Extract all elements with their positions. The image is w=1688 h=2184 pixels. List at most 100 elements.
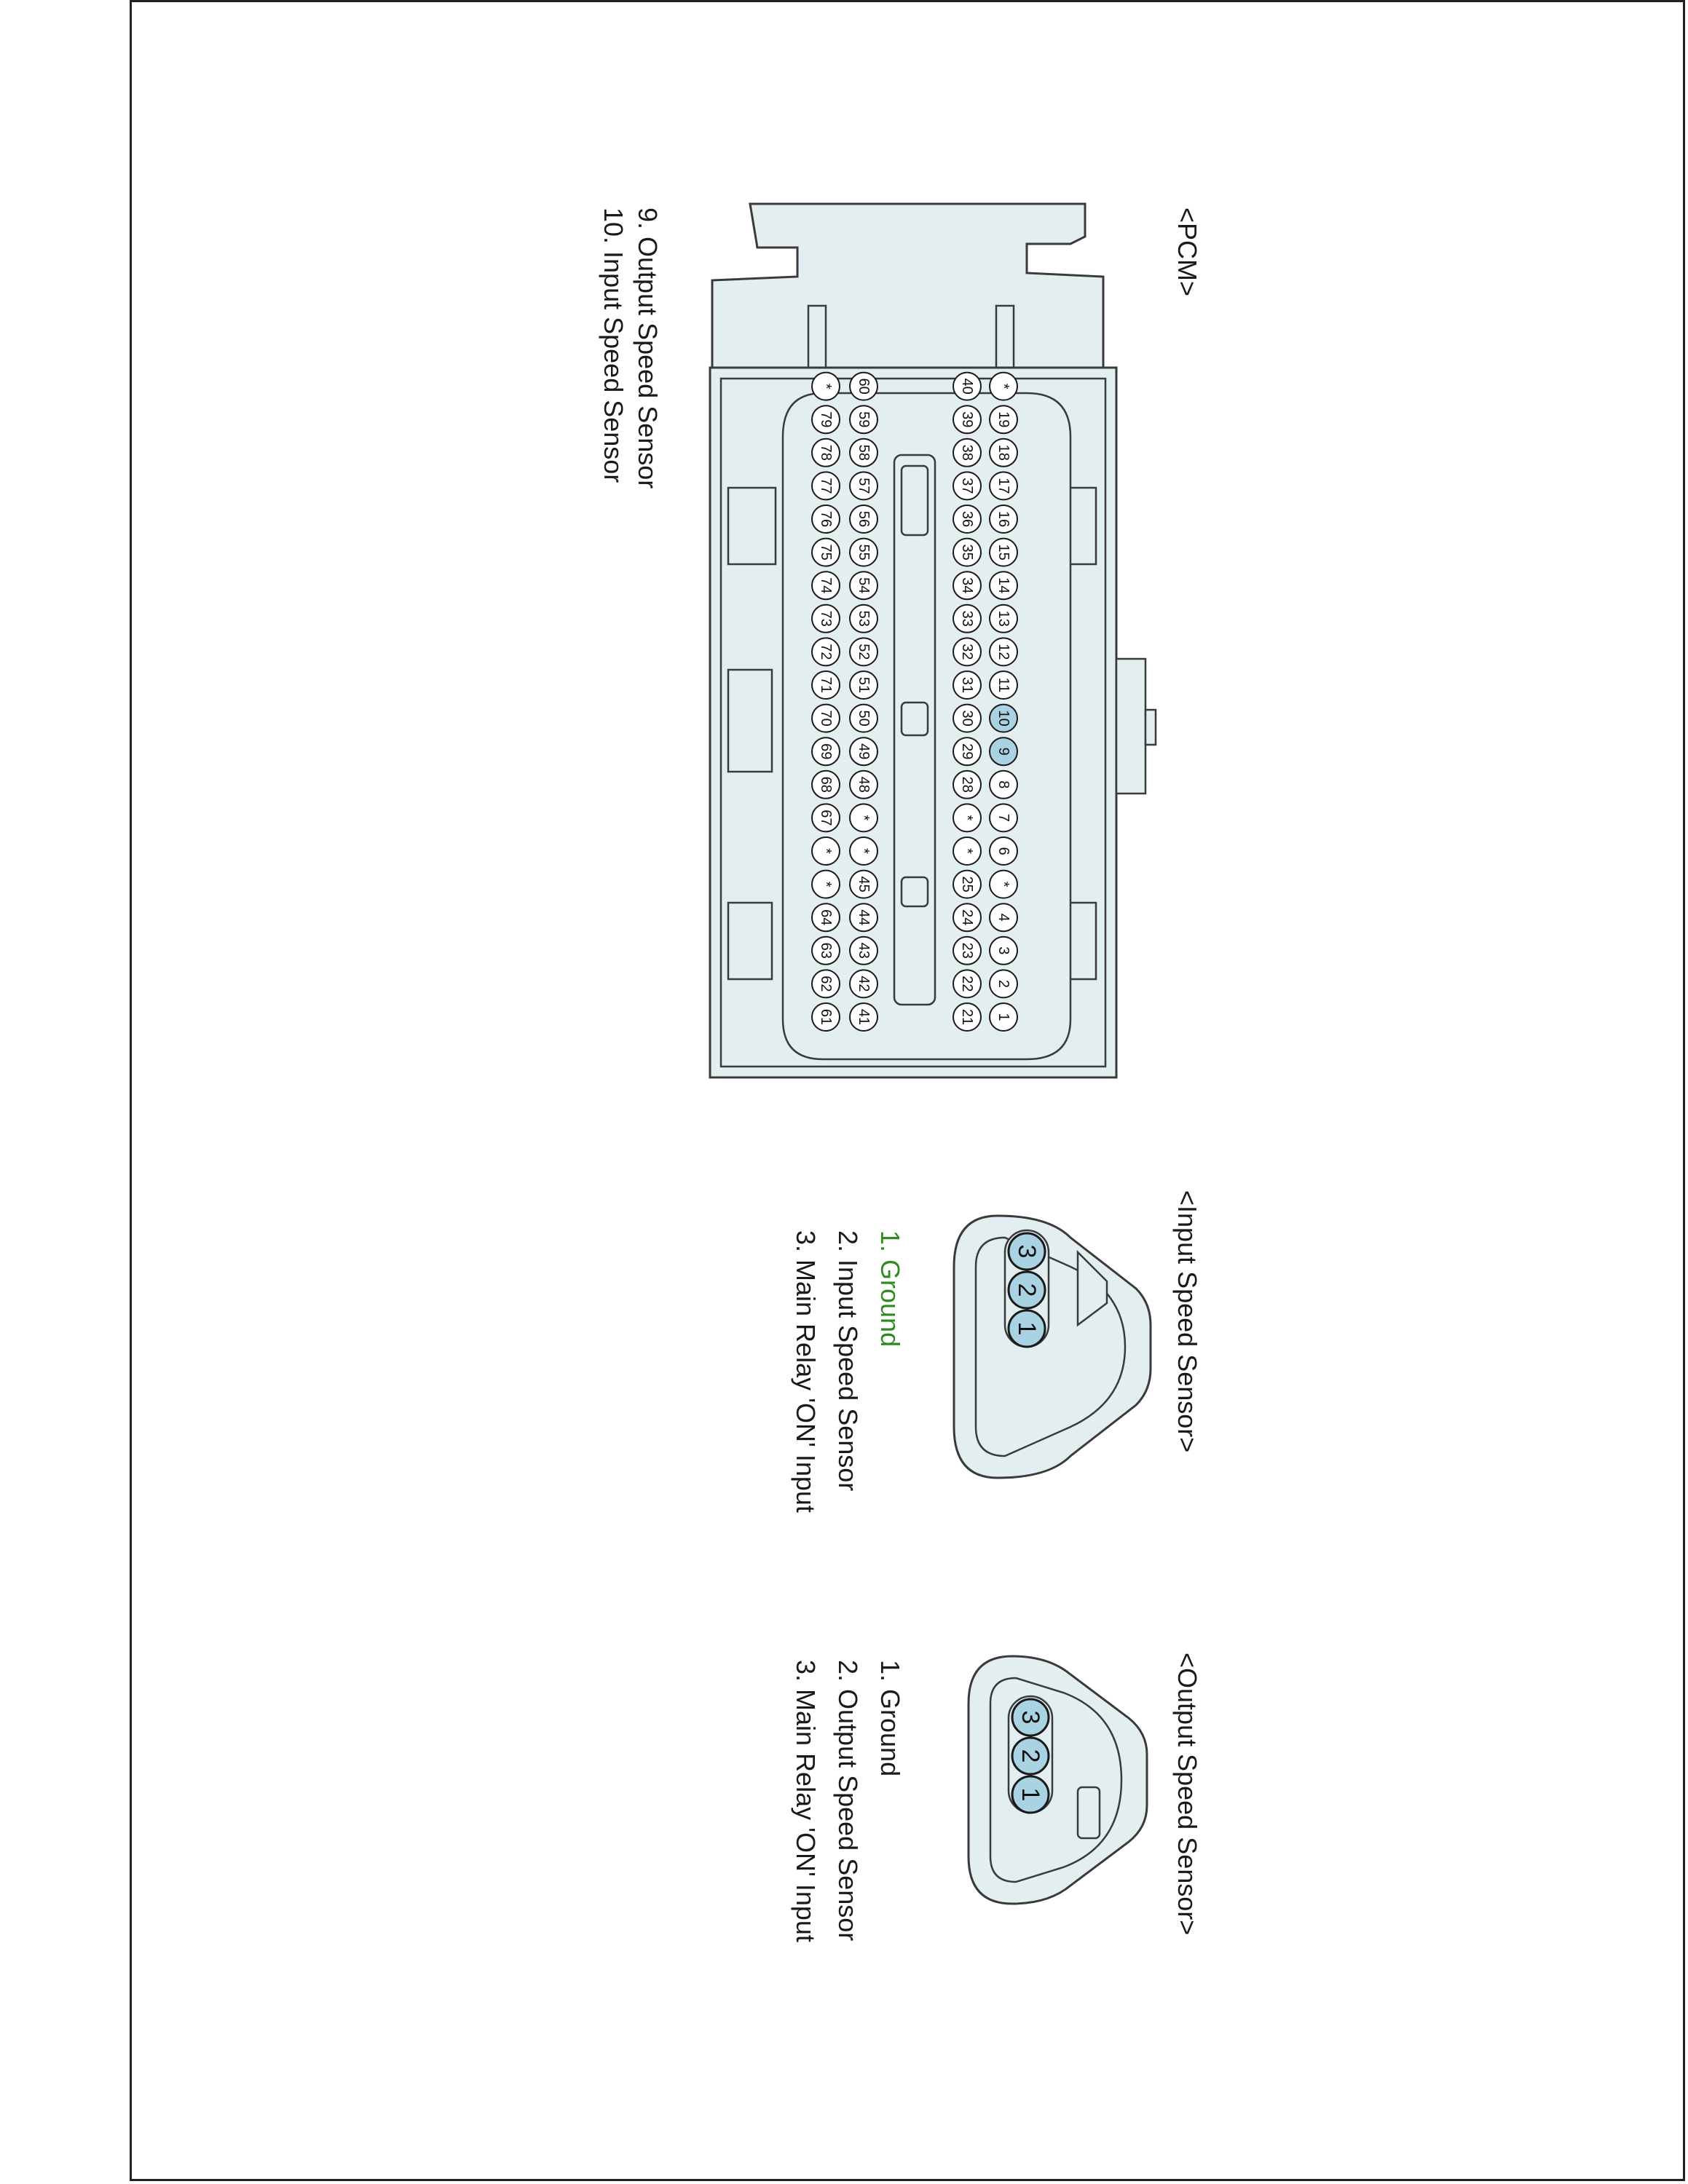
pcm-title: <PCM> [1172,207,1202,296]
pcm-pin: 1 [989,1002,1018,1032]
pcm-pin-label: 44 [856,909,872,925]
pcm-pin: 4 [989,903,1018,933]
pcm-pin: 57 [849,471,878,501]
pcm-pin: 44 [849,903,878,933]
pcm-pin: 22 [953,969,982,999]
pcm-latch-post [807,304,827,373]
pcm-pin-circle [811,670,840,700]
pcm-pin: 10 [989,703,1018,733]
pcm-pin-label: 75 [818,544,834,560]
pcm-pin-circle [811,371,840,401]
pcm-pin-circle [989,769,1018,799]
pcm-pin-circle [989,1002,1018,1032]
pcm-pin: 36 [953,505,982,534]
pcm-pin: 51 [849,670,878,700]
pcm-pin-label: 59 [856,411,872,427]
pcm-pin-circle [989,405,1018,435]
pcm-pin-circle [953,935,982,965]
pcm-pin-label: * [818,848,834,854]
pcm-mount-tab [711,202,1105,369]
pcm-pin-grid: 1234*678910111213141516171819*2122232425… [811,371,1018,1032]
pcm-pin-circle [953,371,982,401]
pcm-pin-label: 23 [959,943,975,959]
output-sensor-connector [967,1655,1148,1905]
pcm-pin: 67 [811,803,840,833]
pcm-pin-label: 62 [818,976,834,992]
pcm-pin-circle [953,505,982,534]
pcm-pin-circle [953,769,982,799]
pcm-pin-circle [953,836,982,866]
input-sensor-item-2: 2. Input Speed Sensor [833,1230,863,1491]
pcm-pin-label: 1 [995,1013,1011,1021]
input-sensor-pin-circle [1007,1232,1046,1271]
pcm-pin-circle [953,438,982,467]
input-sensor-item-1: 1. Ground [875,1230,905,1347]
pcm-pin-circle [989,537,1018,567]
pcm-pin-label: * [995,882,1011,887]
pcm-pin: 38 [953,438,982,467]
pcm-pin: 72 [811,637,840,667]
pcm-pin-label: 11 [995,678,1011,693]
pcm-pin-circle [989,903,1018,933]
pcm-pin-label: 38 [959,445,975,461]
pcm-pin-label: 18 [995,445,1011,461]
pcm-pin: 54 [849,571,878,601]
input-sensor-pin-circle [1007,1270,1046,1310]
pcm-pin-label: 41 [856,1009,872,1025]
pcm-pin: 21 [953,1002,982,1032]
output-sensor-pin-label: 1 [1017,1788,1044,1802]
pcm-pin-circle [811,935,840,965]
pcm-pin: 29 [953,737,982,767]
pcm-pin-label: 21 [959,1009,975,1025]
pcm-pin-label: 31 [959,677,975,693]
pcm-pin: 52 [849,637,878,667]
pcm-pin-label: 55 [856,544,872,560]
input-sensor-pin-label: 3 [1013,1245,1041,1259]
pcm-pin-circle [849,637,878,667]
pcm-pin: 59 [849,405,878,435]
pcm-pin-label: 61 [818,1009,834,1025]
pcm-pin-circle [953,537,982,567]
pcm-connector: 1234*678910111213141516171819*2122232425… [709,202,1157,1079]
pcm-pin-label: 32 [959,644,975,660]
pcm-pin: 63 [811,935,840,965]
pcm-pin: 8 [989,769,1018,799]
output-sensor-pin-circle [1011,1698,1050,1737]
pcm-pin-label: 42 [856,976,872,992]
input-sensor-pin: 2 [1007,1270,1046,1310]
pcm-pin-circle [849,869,878,899]
pcm-pin: 69 [811,737,840,767]
pcm-pin: 35 [953,537,982,567]
input-sensor-connector [953,1214,1152,1479]
output-sensor-pins: 123 [1011,1698,1050,1814]
pcm-pin: 18 [989,438,1018,467]
pcm-pin: 53 [849,604,878,633]
pcm-pin-circle [953,471,982,501]
pcm-pin-label: 15 [995,544,1011,560]
pcm-legend-item-10: 10. Input Speed Sensor [599,207,628,483]
pcm-pin-circle [953,670,982,700]
pcm-pin-circle [811,1002,840,1032]
pcm-pin-label: 7 [995,814,1011,822]
pcm-pin-label: 60 [856,378,872,394]
pcm-pin: 55 [849,537,878,567]
pcm-pin: 19 [989,405,1018,435]
pcm-pin-label: 37 [959,478,975,494]
pcm-pin-label: 35 [959,544,975,560]
pcm-pin: 58 [849,438,878,467]
pcm-pin-circle [811,471,840,501]
pcm-pin-label: 24 [959,909,975,925]
pcm-pin-label: 14 [995,577,1011,593]
pcm-pin: * [811,869,840,899]
pcm-pin-label: 16 [995,511,1011,527]
pcm-pin-circle [989,505,1018,534]
output-sensor-pin: 2 [1011,1736,1050,1776]
pcm-side-clip [727,668,773,773]
pcm-pin: 43 [849,935,878,965]
pcm-pin-label: 28 [959,777,975,793]
pcm-pin: * [989,371,1018,401]
pcm-pin-circle [811,737,840,767]
pcm-pin-circle [953,703,982,733]
pcm-pin-circle [849,571,878,601]
pcm-pin-circle [989,471,1018,501]
